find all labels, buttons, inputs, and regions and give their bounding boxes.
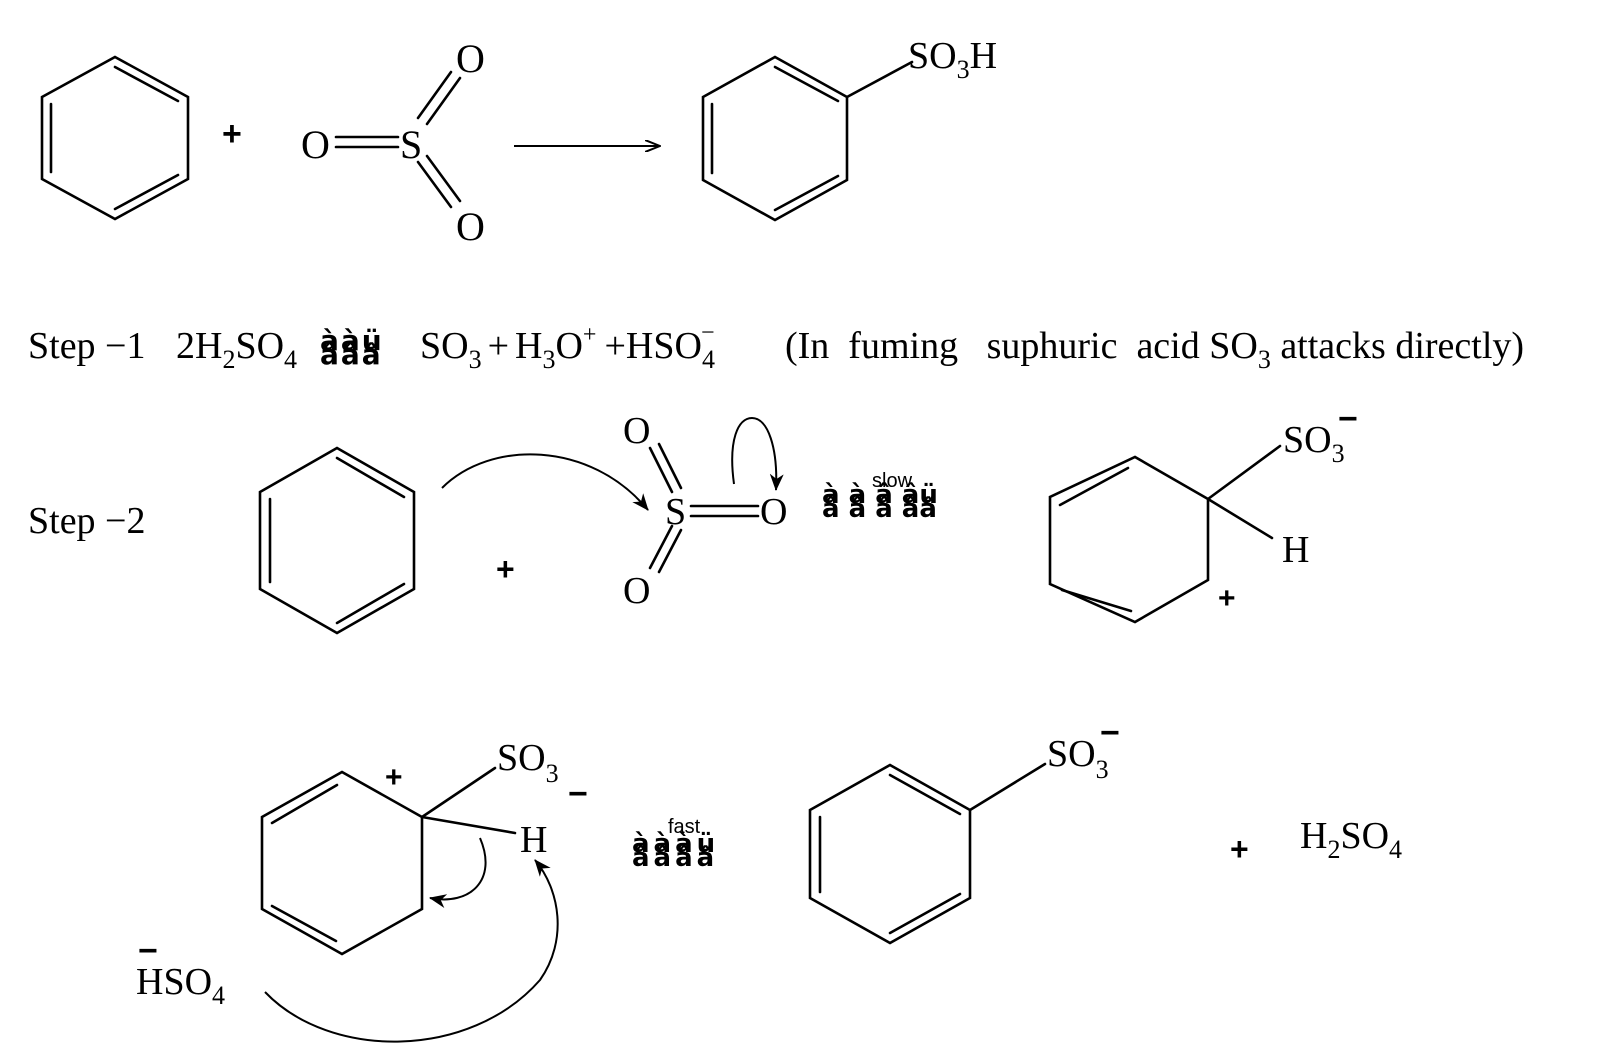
bisulfate-base: − HSO4 (136, 932, 225, 1010)
so3-sulfur: S (400, 122, 422, 167)
step-2-oxygen-top: O (623, 410, 650, 452)
step-2-arrow-label: slow (872, 470, 913, 492)
step-1-reactant: 2H2SO4 (176, 325, 297, 374)
reaction-plus: + (222, 115, 242, 153)
pi-bond-shift-curved-arrow (731, 416, 784, 491)
step-3-hydrogen: H (520, 819, 547, 861)
step-2-arrow-glyphs-top: à à â âü (822, 480, 938, 510)
benzenesulfonic-acid-product: SO3H (701, 35, 997, 222)
benzene-ring-step-2 (258, 446, 416, 635)
step-2-mechanism: Step −2 + O S O O slow à à â âü â â â ââ (28, 400, 1358, 635)
so3-oxygen-bottom: O (456, 204, 485, 249)
step-2-so3-group: SO3 (1283, 419, 1345, 468)
deprotonation-curved-arrow (264, 859, 559, 1043)
step-2-oxygen-bottom: O (623, 570, 650, 612)
benzene-ring-reactant (40, 55, 190, 221)
step-3-ring-charge: + (385, 761, 403, 794)
sigma-complex-step-2: SO3 − H + (1048, 400, 1358, 624)
overall-reaction: + O O S O SO3H (40, 35, 997, 249)
step-3-mechanism: + SO3 − H − HSO4 fast àààü ââââ SO3 − + … (136, 714, 1402, 1043)
pi-attack-curved-arrow (441, 453, 649, 511)
step-1-products: SO3+H3O++HSO4− (420, 320, 715, 374)
sulfur-trioxide-step-2: O S O O (623, 410, 787, 612)
step-3-base: HSO4 (136, 961, 225, 1010)
so3-oxygen-left: O (301, 122, 330, 167)
so3-oxygen-top: O (456, 36, 485, 81)
step-2-plus: + (496, 551, 515, 587)
step-2-ring-charge: + (1218, 582, 1236, 615)
sigma-complex-step-3: + SO3 − H (260, 737, 588, 956)
step-3-so3-charge: − (568, 775, 588, 813)
step-3-plus: + (1230, 831, 1249, 867)
ch-bond-curved-arrow (429, 837, 487, 908)
step-1-note: (In fuming suphuric acid SO3 attacks dir… (785, 325, 1524, 374)
step-3-product-charge: − (1100, 714, 1120, 752)
step-1-label: Step −1 (28, 325, 146, 367)
step-2-hydrogen: H (1282, 529, 1309, 571)
step-2-so3-charge: − (1338, 400, 1358, 438)
step-1-equation: Step −1 2H2SO4 ààü âââ SO3+H3O++HSO4− (I… (28, 320, 1524, 374)
step-2-sulfur: S (665, 491, 686, 533)
step-3-base-charge: − (138, 932, 158, 970)
step-1-arrow-glyphs-top: ààü (320, 324, 384, 357)
step-3-arrow-label: fast (668, 816, 701, 838)
step-3-arrow-glyphs-top: àààü (632, 829, 719, 859)
step-2-oxygen-right: O (760, 491, 787, 533)
sulfuric-acid-product: H2SO4 (1300, 815, 1402, 864)
step-2-label: Step −2 (28, 500, 146, 542)
step-2-arrow-glyphs-bottom: â â â ââ (822, 494, 937, 524)
benzenesulfonate-product: SO3 − (808, 714, 1120, 945)
step-1-arrow-glyphs-bottom: âââ (320, 338, 383, 371)
product-so3h-group: SO3H (908, 35, 997, 84)
step-3-product-group: SO3 (1047, 733, 1109, 784)
step-3-so3-group: SO3 (497, 737, 559, 788)
sulfur-trioxide: O O S O (301, 36, 485, 249)
step-3-arrow-glyphs-bottom: ââââ (632, 843, 718, 873)
